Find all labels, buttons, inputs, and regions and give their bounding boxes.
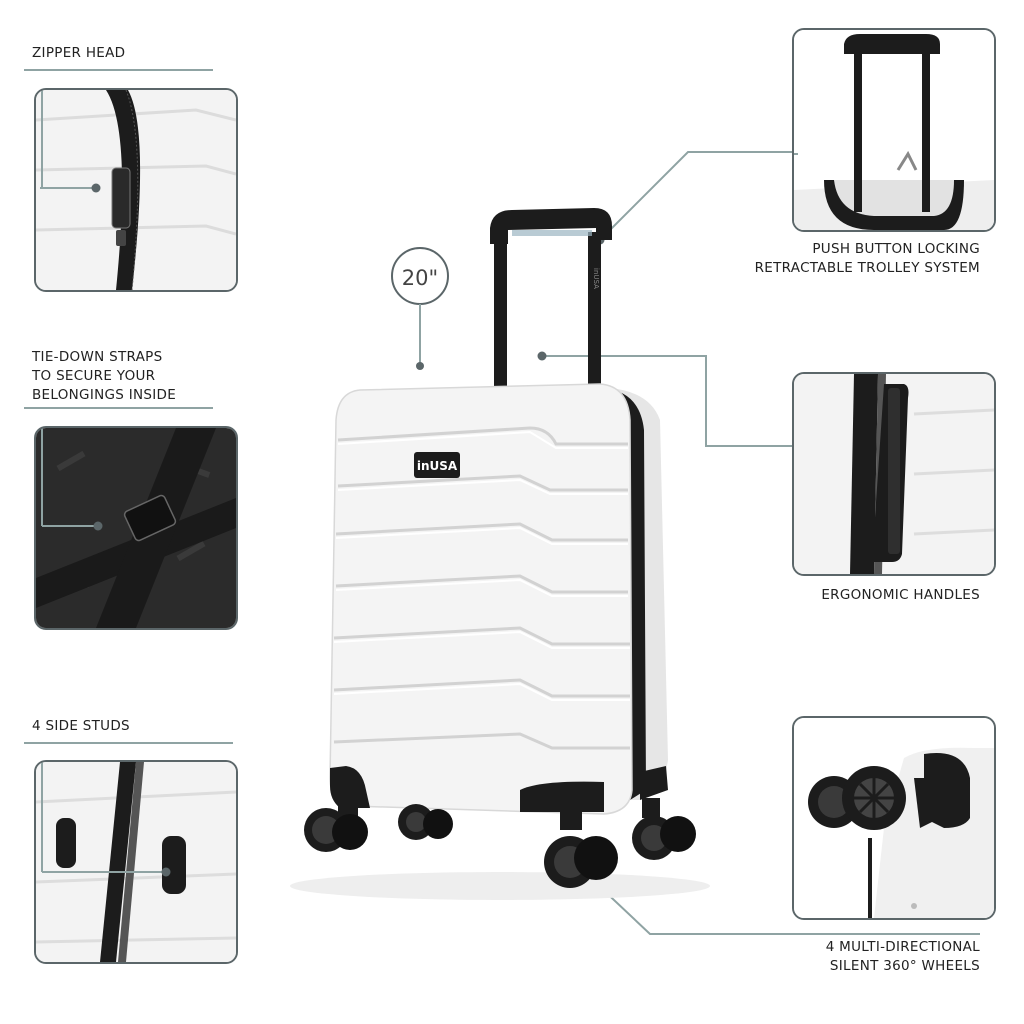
wheel-front-left [304, 796, 368, 852]
ergonomic-handles-label: ERGONOMIC HANDLES [821, 586, 980, 605]
side-studs-inset [34, 760, 238, 964]
trolley-tube-right [588, 232, 601, 388]
wheels-label-line-1: 4 MULTI-DIRECTIONAL [825, 939, 980, 955]
size-badge-text: 20" [402, 266, 438, 290]
wheel-front-right [544, 806, 618, 888]
zipper-head-inset [34, 88, 238, 292]
trolley-system-label: PUSH BUTTON LOCKING RETRACTABLE TROLLEY … [755, 240, 980, 278]
tie-down-straps-label: TIE-DOWN STRAPS TO SECURE YOUR BELONGING… [32, 348, 176, 405]
side-studs-label-line-1: 4 SIDE STUDS [32, 718, 130, 734]
trolley-tube-left [494, 232, 507, 388]
wheels-label: 4 MULTI-DIRECTIONAL SILENT 360° WHEELS [826, 938, 980, 976]
side-studs-label: 4 SIDE STUDS [32, 717, 130, 736]
handles-leader-dot [537, 351, 547, 361]
suitcase-zipper-band [604, 388, 646, 800]
wheels-inset [792, 716, 996, 920]
tie-down-straps-label-line-1: TIE-DOWN STRAPS [32, 349, 163, 365]
trolley-system-label-line-2: RETRACTABLE TROLLEY SYSTEM [754, 260, 980, 276]
zipper-head-label-line-1: ZIPPER HEAD [32, 45, 126, 61]
wheel-back-right [632, 798, 696, 860]
trolley-system-inset [792, 28, 996, 232]
tie-down-straps-label-line-2: TO SECURE YOUR [32, 368, 156, 384]
ergonomic-handles-label-line-1: ERGONOMIC HANDLES [821, 587, 980, 603]
trolley-system-label-line-1: PUSH BUTTON LOCKING [812, 241, 980, 257]
brand-badge-text: inUSA [417, 459, 458, 473]
trolley-handle [490, 208, 612, 244]
brand-badge [414, 452, 460, 478]
wheels-label-line-2: SILENT 360° WHEELS [829, 958, 980, 974]
tie-down-straps-inset [34, 426, 238, 630]
handles-leader-line [542, 355, 792, 447]
suitcase: inUSA inUSA [290, 208, 710, 900]
trolley-leader-line [599, 151, 792, 241]
ergonomic-handles-inset [792, 372, 996, 576]
size-badge-dot [416, 362, 424, 370]
suitcase-ribs [333, 426, 630, 750]
svg-text:inUSA: inUSA [592, 268, 600, 289]
tie-down-straps-label-line-3: BELONGINGS INSIDE [32, 387, 177, 403]
zipper-head-label: ZIPPER HEAD [32, 44, 125, 63]
wheel-back-left [398, 804, 453, 840]
